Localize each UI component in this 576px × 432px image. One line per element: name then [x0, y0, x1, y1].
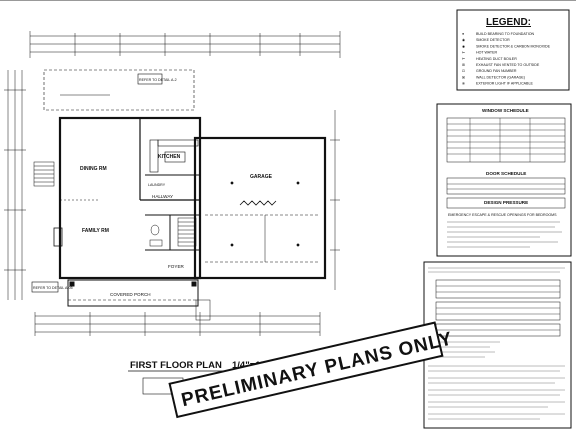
bottom-dimension-lines	[34, 312, 321, 336]
legend-symbol-icon: ●	[462, 32, 464, 36]
legend-item-label: EXTERIOR LIGHT IF APPLICABLE	[476, 82, 533, 86]
legend-item-label: HOT WATER	[476, 51, 497, 55]
room-label-garage: GARAGE	[250, 174, 273, 180]
design-pressure-title: DESIGN PRESSURE	[484, 200, 528, 205]
door-schedule-title: DOOR SCHEDULE	[486, 171, 526, 176]
left-dimension-lines	[4, 70, 26, 300]
room-label-family: FAMILY RM	[82, 228, 109, 234]
legend-symbol-icon: ◉	[462, 44, 466, 48]
detail-ref-top-box	[137, 73, 163, 85]
front-steps	[195, 299, 211, 321]
schedule-sheet	[436, 103, 572, 257]
plan-title: FIRST FLOOR PLAN	[130, 360, 222, 371]
room-label-porch: COVERED PORCH	[110, 292, 151, 297]
detail-ref-bottom-box	[31, 281, 59, 293]
covered-porch	[67, 279, 199, 307]
room-label-laundry: LAUNDRY	[148, 183, 166, 187]
emergency-escape-title: EMERGENCY ESCAPE & RESCUE OPENINGS FOR B…	[448, 213, 557, 217]
interior-stair	[177, 217, 197, 247]
legend-item-label: EXHAUST FAN VENTED TO OUTSIDE	[476, 63, 540, 67]
room-label-kitchen: KITCHEN	[158, 154, 181, 160]
detail-ref-bottom: REFER TO DETAIL A-05	[33, 286, 73, 290]
legend-symbol-icon: ⊗	[462, 82, 465, 86]
legend-title: LEGEND:	[486, 17, 531, 28]
schedule-note-lines	[447, 221, 562, 248]
legend-symbol-icon: ⊡	[462, 69, 465, 73]
house-walls	[58, 116, 327, 280]
legend-box: LEGEND:	[456, 9, 570, 91]
legend-symbol-icon: ⊢	[462, 51, 466, 55]
legend-item-label: BUILD BEARING TO FOUNDATION	[476, 32, 535, 36]
window-bay	[53, 227, 63, 247]
legend-symbol-icon: ◉	[462, 38, 466, 42]
legend-symbol-icon: ⊢	[462, 57, 466, 61]
exterior-stairs	[33, 161, 55, 187]
legend-item-label: SMOKE DETECTOR	[476, 38, 510, 42]
window-schedule-title: WINDOW SCHEDULE	[482, 108, 529, 113]
roof-overhang-outline	[43, 69, 195, 111]
code-note-lines	[428, 267, 565, 420]
room-label-hallway: HALLWAY	[152, 194, 173, 199]
legend-item-label: WALL DETECTOR (GARAGE)	[476, 75, 525, 79]
room-label-foyer: FOYER	[168, 264, 185, 269]
top-dimension-lines	[29, 31, 341, 58]
legend-items: ● BUILD BEARING TO FOUNDATION ◉ SMOKE DETEC…	[462, 32, 551, 86]
right-dimension-lines	[330, 110, 340, 290]
legend-item-label: SMOKE DETECTOR & CARBON MONOXIDE	[476, 44, 551, 48]
legend-symbol-icon: ⊞	[462, 63, 465, 67]
room-label-dining: DINING RM	[80, 166, 107, 172]
legend-item-label: GROUND FAN NUMBER	[476, 69, 517, 73]
legend-item-label: HEATING DUCT BOILER	[476, 57, 517, 61]
garage-details	[205, 181, 320, 263]
kitchen-counters	[149, 139, 199, 173]
garage-hatch-symbol	[239, 200, 277, 206]
bath-fixtures	[149, 224, 163, 247]
detail-ref-top: REFER TO DETAIL A-2	[139, 78, 177, 82]
legend-symbol-icon: ⊠	[462, 75, 465, 79]
